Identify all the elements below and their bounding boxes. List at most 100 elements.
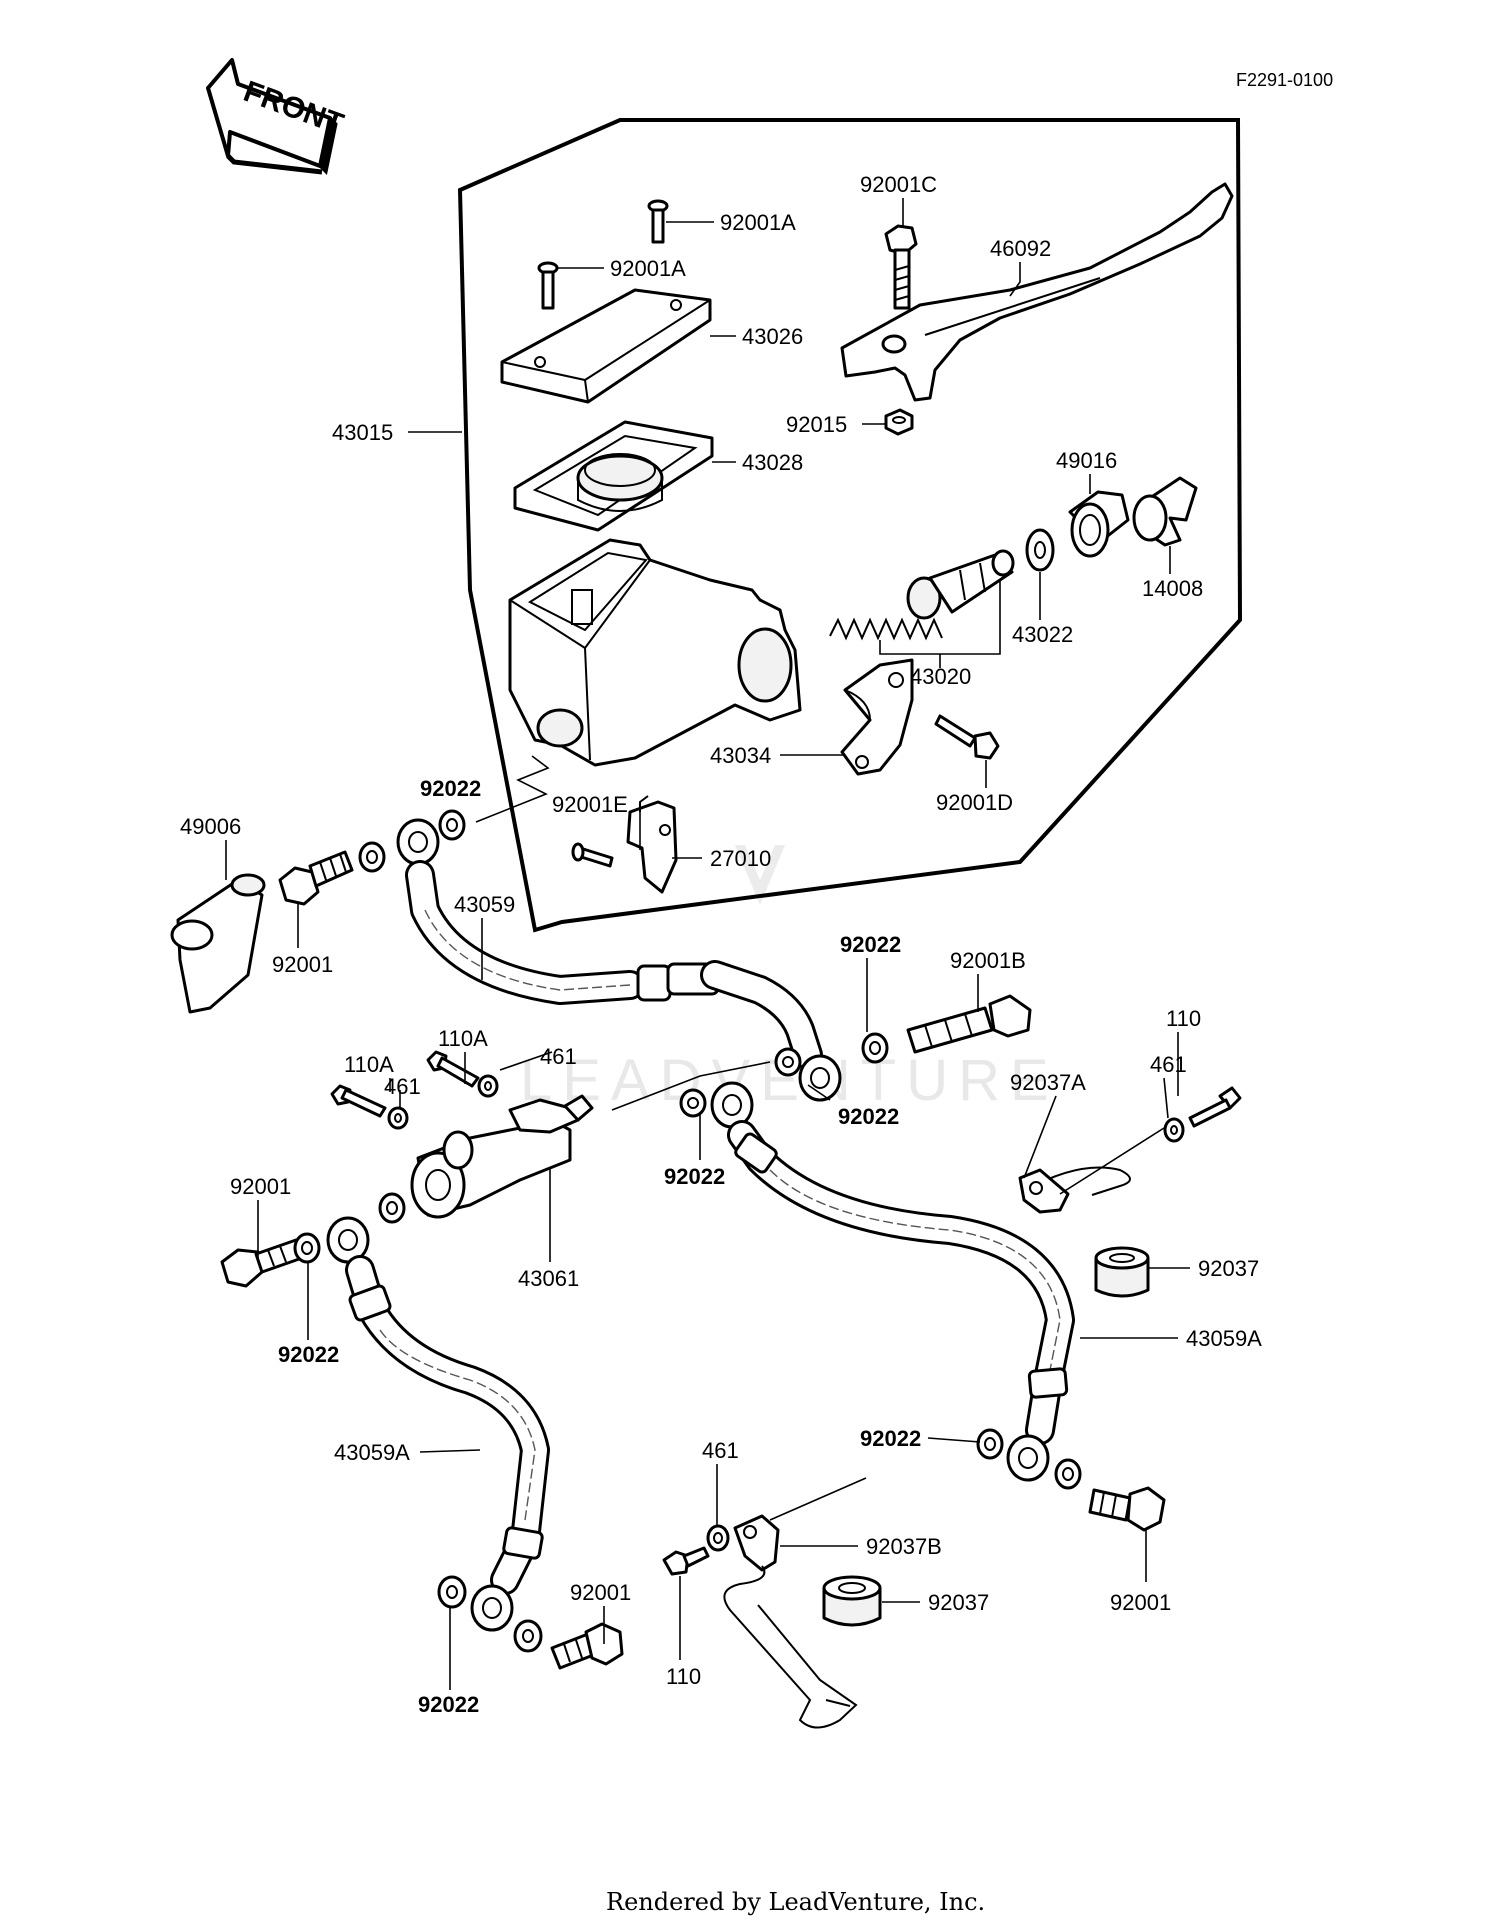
label-92037B: 92037B xyxy=(866,1534,942,1559)
label-92001D: 92001D xyxy=(936,790,1013,815)
washer-92022-e1 xyxy=(293,1232,321,1264)
label-43059A-right: 43059A xyxy=(1186,1326,1262,1351)
brake-hose-43059A-left xyxy=(326,1216,550,1632)
washer-92022-f1 xyxy=(976,1428,1004,1460)
master-cylinder-body xyxy=(508,538,802,767)
washer-92022-d xyxy=(679,1088,707,1118)
label-43061: 43061 xyxy=(518,1266,579,1291)
diaphragm-43028 xyxy=(513,420,714,532)
label-49016: 49016 xyxy=(1056,448,1117,473)
label-461-d: 461 xyxy=(702,1438,739,1463)
label-14008: 14008 xyxy=(1142,576,1203,601)
bolt-110-right xyxy=(1188,1086,1242,1128)
screw-92001E xyxy=(571,842,614,868)
bracket-92037B xyxy=(723,1477,867,1729)
nut-92015 xyxy=(884,408,914,436)
label-92022-a: 92022 xyxy=(420,776,481,801)
label-92022-f: 92022 xyxy=(860,1426,921,1451)
clip-92037A xyxy=(1018,1127,1165,1214)
banjo-bolt-92001-top xyxy=(278,850,354,906)
switch-27010 xyxy=(626,795,678,894)
washer-92022-f2 xyxy=(1054,1458,1082,1490)
label-92001C: 92001C xyxy=(860,172,937,197)
front-arrow-icon: FRONT xyxy=(206,58,348,176)
label-92022-e: 92022 xyxy=(278,1342,339,1367)
banjo-bolt-92001-left xyxy=(220,1238,304,1288)
label-110-right: 110 xyxy=(1166,1006,1201,1031)
banjo-bolt-92001-bottom xyxy=(550,1622,624,1670)
diagram-reference: F2291-0100 xyxy=(1236,70,1333,90)
label-43026: 43026 xyxy=(742,324,803,349)
label-92001E: 92001E xyxy=(552,792,628,817)
washer-92022-g xyxy=(437,1575,467,1609)
label-92001A-left: 92001A xyxy=(610,256,686,281)
label-92022-d: 92022 xyxy=(664,1164,725,1189)
banjo-bolt-92001-right xyxy=(1088,1486,1166,1532)
washer-92022-d2 xyxy=(378,1192,406,1224)
washer-92022-a2 xyxy=(438,809,466,841)
label-461-b: 461 xyxy=(384,1074,421,1099)
washer-461-c xyxy=(1163,1117,1185,1143)
washer-461-b xyxy=(387,1106,409,1130)
washer-92022-b xyxy=(861,1032,889,1064)
label-43059A-left: 43059A xyxy=(334,1440,410,1465)
label-92037A: 92037A xyxy=(1010,1070,1086,1095)
boot-49016 xyxy=(1068,490,1130,558)
bolt-110A-right xyxy=(426,1050,480,1088)
screw-92001A-top xyxy=(647,199,669,244)
label-110-lower: 110 xyxy=(666,1664,701,1689)
label-27010: 27010 xyxy=(710,846,771,871)
label-43022: 43022 xyxy=(1012,622,1073,647)
washer-461-d xyxy=(706,1524,730,1552)
bolt-110A-left xyxy=(330,1084,387,1118)
label-43034: 43034 xyxy=(710,743,771,768)
grommet-92037-upper xyxy=(1094,1246,1150,1298)
label-92022-g: 92022 xyxy=(418,1692,479,1717)
label-43015: 43015 xyxy=(332,420,393,445)
cap-49006 xyxy=(170,873,266,1014)
joint-43061 xyxy=(410,1094,594,1219)
label-43059: 43059 xyxy=(454,892,515,917)
part-labels: 92001A 92001A 92001C 46092 43026 43015 9… xyxy=(180,172,1262,1717)
label-92022-c: 92022 xyxy=(838,1104,899,1129)
label-43020: 43020 xyxy=(910,664,971,689)
clamp-43034 xyxy=(840,658,914,776)
label-92001-left: 92001 xyxy=(230,1174,291,1199)
label-92022-b: 92022 xyxy=(840,932,901,957)
grommet-92037-lower xyxy=(822,1575,882,1627)
label-110A-right: 110A xyxy=(438,1026,488,1051)
label-92001A-top: 92001A xyxy=(720,210,796,235)
label-46092: 46092 xyxy=(990,236,1051,261)
footer-credit: Rendered by LeadVenture, Inc. xyxy=(606,1888,985,1916)
screw-92001A-left xyxy=(537,261,559,310)
bolt-92001D xyxy=(934,714,1000,760)
washer-92022-a1 xyxy=(358,841,386,873)
label-92001-bottom: 92001 xyxy=(570,1580,631,1605)
washer-92022-c1 xyxy=(774,1047,802,1077)
retainer-14008 xyxy=(1132,476,1198,547)
washer-92022-g2 xyxy=(513,1619,543,1653)
label-92037-upper: 92037 xyxy=(1198,1256,1259,1281)
label-461-a: 461 xyxy=(540,1044,577,1069)
piston-assembly-43020 xyxy=(829,549,1015,641)
bolt-92001B xyxy=(906,994,1032,1054)
brake-lever-46092 xyxy=(840,182,1234,402)
label-461-c: 461 xyxy=(1150,1052,1187,1077)
reservoir-cap-43026 xyxy=(500,288,712,404)
bolt-110-lower xyxy=(662,1546,710,1576)
label-92001-top: 92001 xyxy=(272,952,333,977)
label-92037-lower: 92037 xyxy=(928,1590,989,1615)
label-49006: 49006 xyxy=(180,814,241,839)
label-43028: 43028 xyxy=(742,450,803,475)
label-92015: 92015 xyxy=(786,412,847,437)
assembly-43015-boundary xyxy=(457,118,1243,933)
label-92001-right: 92001 xyxy=(1110,1590,1171,1615)
brake-hose-43059 xyxy=(396,818,842,1102)
label-92001B: 92001B xyxy=(950,948,1026,973)
label-110A-left: 110A xyxy=(344,1052,394,1077)
bolt-92001C xyxy=(884,224,918,310)
brake-hose-43059A-right xyxy=(710,1081,1075,1482)
washer-43022 xyxy=(1025,528,1055,572)
leader-lines xyxy=(225,198,1190,1690)
